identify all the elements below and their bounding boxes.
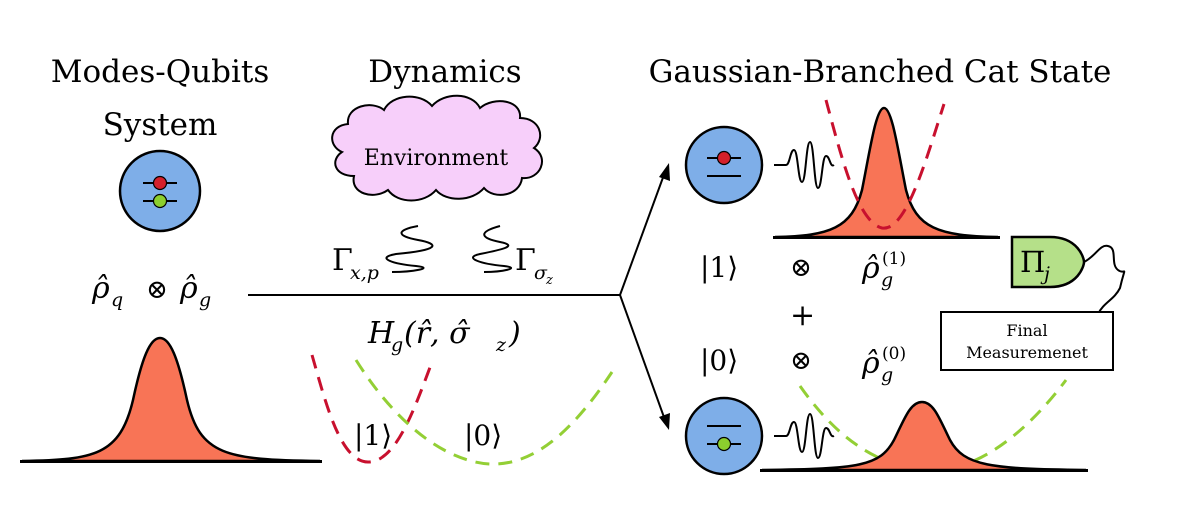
rho-g-zero-superscript: (0) (882, 344, 906, 364)
gamma-sz-subscript-z: z (545, 273, 553, 288)
title-system: System (103, 107, 218, 143)
wavepacket-lower (774, 412, 835, 460)
initial-gaussian (20, 336, 322, 463)
hamiltonian-sigma-subscript: z (495, 334, 507, 356)
branch-ket-one: |1⟩ (700, 251, 738, 284)
qubit-icon-ground (684, 396, 764, 476)
potential-excited-red (310, 354, 434, 464)
dephasing-rate-xp: Γ x,p (332, 243, 379, 284)
projector-symbol: Π (1020, 245, 1045, 279)
rho-q-subscript: q (111, 289, 123, 311)
environment-label: Environment (364, 146, 509, 171)
rho-g-zero-label: ρ̂ g (0) (861, 344, 906, 386)
final-measurement-line1: Final (1006, 321, 1047, 340)
rho-g-one-symbol: ρ̂ (861, 251, 880, 286)
branch-tensor-lower: ⊗ (790, 346, 812, 376)
environment-cloud: Environment (331, 94, 543, 202)
hamiltonian-subscript: g (391, 334, 403, 356)
rho-g-subscript: g (199, 289, 211, 311)
final-measurement-box: Final Measuremenet (940, 311, 1114, 371)
noise-squiggle-left (385, 225, 434, 273)
qubit-icon-excited (684, 125, 764, 205)
potential-ket-zero: |0⟩ (464, 419, 502, 452)
detector-pi-j: Π j (1010, 235, 1086, 289)
title-dynamics: Dynamics (368, 54, 521, 90)
excited-level-dot (152, 175, 168, 191)
rho-g-one-label: ρ̂ g (1) (861, 249, 906, 291)
potential-upper-red (824, 99, 946, 230)
lower-branch-gaussian (760, 400, 1088, 472)
gamma-sz-subscript-sigma: σ (534, 262, 548, 284)
qubit-icon-initial (118, 149, 202, 233)
gamma-sz-symbol: Γ (515, 243, 536, 278)
hamiltonian-arguments: (r̂, σ̂ (404, 316, 471, 351)
wavepacket-upper (774, 140, 835, 190)
detector-wire (1083, 244, 1126, 315)
rho-g-zero-symbol: ρ̂ (861, 346, 880, 381)
final-measurement-line2: Measuremenet (966, 343, 1088, 362)
potential-lower-green (798, 379, 1068, 472)
branch-arrows (619, 163, 670, 430)
hamiltonian-close-paren: ) (508, 316, 521, 351)
dephasing-rate-sz: Γ σ z (515, 243, 553, 288)
superposition-plus: + (790, 298, 815, 333)
title-modes-qubits: Modes-Qubits (51, 54, 269, 90)
rho-g-zero-subscript: g (881, 364, 893, 386)
branch-ket-zero: |0⟩ (700, 344, 738, 377)
potential-ground-green (354, 359, 614, 466)
initial-state-label: ρ̂ q ⊗ ρ̂ g (91, 271, 211, 311)
gamma-xp-symbol: Γ (332, 243, 353, 278)
rho-g-one-superscript: (1) (882, 249, 906, 269)
branch-tensor-upper: ⊗ (790, 253, 812, 283)
hamiltonian-symbol: H (367, 316, 395, 351)
potential-ket-one: |1⟩ (354, 419, 392, 452)
gamma-xp-subscript: x,p (350, 262, 379, 284)
noise-squiggle-right (472, 225, 512, 273)
rho-g-symbol: ρ̂ (179, 271, 198, 306)
upper-branch-gaussian (773, 106, 1000, 239)
title-cat-state: Gaussian-Branched Cat State (649, 54, 1112, 90)
hamiltonian-label: H g (r̂, σ̂ z ) (367, 316, 521, 356)
rho-q-symbol: ρ̂ (91, 271, 110, 306)
rho-g-one-subscript: g (881, 269, 893, 291)
projector-subscript: j (1040, 263, 1050, 285)
tensor-product-symbol: ⊗ (146, 275, 168, 305)
ground-level-dot (152, 193, 168, 209)
